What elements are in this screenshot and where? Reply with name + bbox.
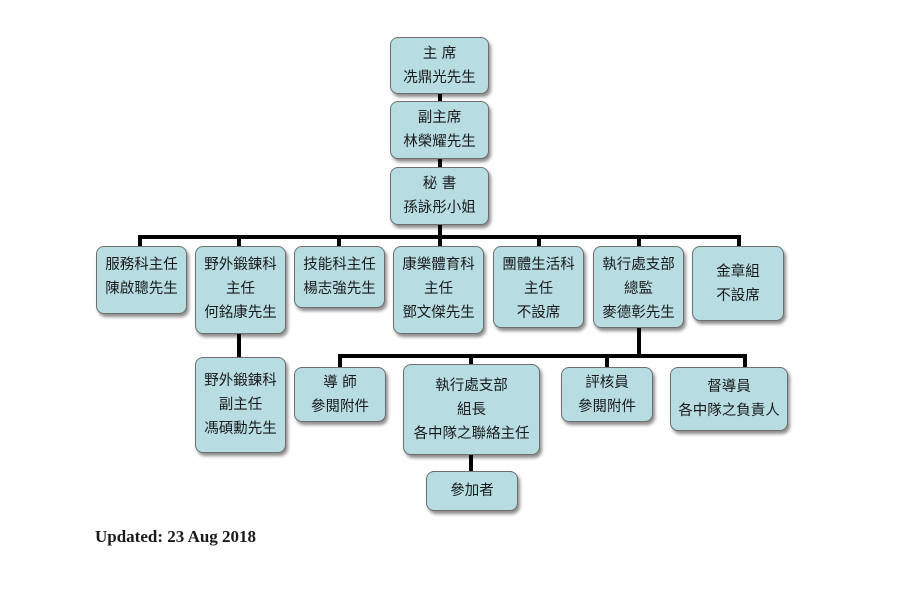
box-text-line: 參加者 [450,483,494,499]
box-text-line: 主任 [424,281,453,297]
box-text-line: 各中隊之負責人 [678,403,780,419]
box-text-line: 執行處支部 [435,377,508,394]
box-text-line: 技能科主任 [303,257,376,273]
box-text-line: 康樂體育科 [402,257,475,273]
box-text-line: 鄧文傑先生 [402,305,475,321]
chair-box: 主 席冼鼎光先生 [390,37,489,94]
participants-box: 參加者 [426,471,518,511]
box-text-line: 督導員 [707,379,751,395]
box-text-line: 導 師 [323,374,357,391]
box-text-line: 林榮耀先生 [403,134,476,150]
box-text-line: 評核員 [585,374,629,391]
exec-leader-box: 執行處支部組長各中隊之聯絡主任 [403,364,540,455]
box-text-line: 副主任 [218,397,263,413]
secretary-box: 秘 書孫詠彤小姐 [390,167,489,225]
dept-skills-box: 技能科主任楊志強先生 [294,246,385,308]
box-text-line: 不設席 [716,287,760,304]
box-text-line: 各中隊之聯絡主任 [413,425,530,442]
box-text-line: 秘 書 [422,176,457,192]
outdoor-deputy-box: 野外鍛鍊科副主任馮碩勳先生 [195,357,286,453]
assessor-box: 評核員參閱附件 [561,367,653,422]
box-text-line: 參閱附件 [311,398,369,415]
box-text-line: 參閱附件 [578,398,636,415]
updated-date-label: Updated: 23 Aug 2018 [95,527,257,546]
box-text-line: 麥德彰先生 [602,305,675,321]
box-text-line: 主任 [524,281,553,297]
box-text-line: 馮碩勳先生 [204,421,277,437]
box-text-line: 野外鍛鍊科 [204,257,277,273]
box-text-line: 不設席 [516,305,561,321]
box-text-line: 總監 [624,281,653,297]
box-text-line: 陳啟聰先生 [105,281,178,297]
dept-service-box: 服務科主任陳啟聰先生 [96,246,187,314]
box-text-line: 野外鍛鍊科 [204,373,277,389]
box-text-line: 楊志強先生 [303,281,376,297]
box-text-line: 冼鼎光先生 [403,69,476,86]
dept-gold-award-box: 金章組不設席 [692,246,784,321]
dept-outdoor-box: 野外鍛鍊科主任何銘康先生 [195,246,286,334]
instructor-box: 導 師參閱附件 [294,367,386,422]
dept-recreation-box: 康樂體育科主任鄧文傑先生 [393,246,484,334]
supervisor-box: 督導員各中隊之負責人 [670,367,788,431]
box-text-line: 孫詠彤小姐 [403,200,476,216]
box-text-line: 何銘康先生 [204,305,277,321]
box-text-line: 副主席 [417,110,462,126]
box-text-line: 團體生活科 [502,257,575,273]
box-text-line: 金章組 [716,263,760,280]
vice-chair-box: 副主席林榮耀先生 [390,101,489,159]
box-text-line: 主 席 [422,45,457,62]
dept-executive-box: 執行處支部總監麥德彰先生 [593,246,684,328]
box-text-line: 主任 [226,281,255,297]
box-text-line: 組長 [457,401,486,418]
box-text-line: 執行處支部 [602,257,675,273]
dept-group-life-box: 團體生活科主任不設席 [493,246,584,328]
box-text-line: 服務科主任 [105,257,178,273]
